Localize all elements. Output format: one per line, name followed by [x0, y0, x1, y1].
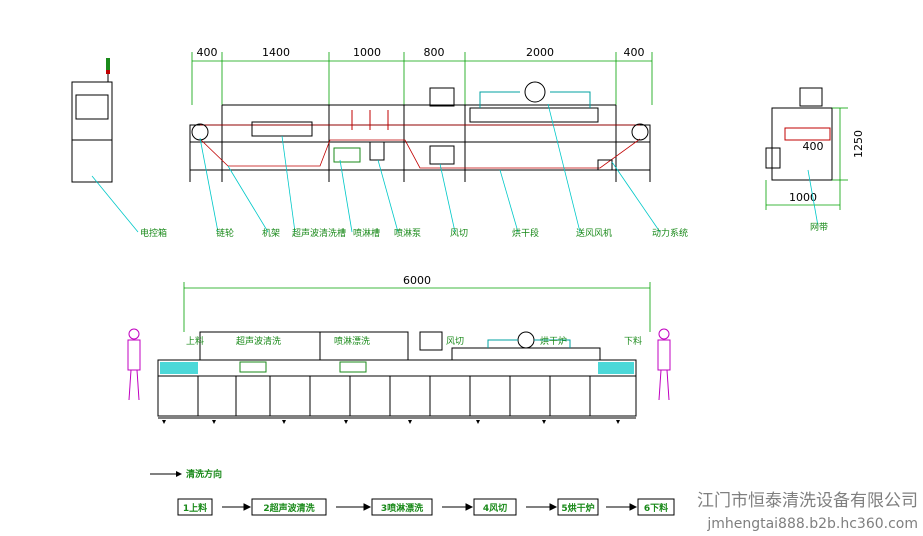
callout-label: 链轮	[216, 227, 234, 239]
side-height-dim: 1250	[852, 130, 865, 158]
section-label: 超声波清洗	[236, 335, 281, 347]
dimension-label: 1000	[353, 46, 381, 59]
spray-window	[339, 361, 367, 373]
air-knife-blower	[429, 145, 455, 165]
side-width-dim: 1000	[789, 191, 817, 204]
ultrasonic-tank	[251, 121, 313, 137]
dimension-label: 400	[197, 46, 218, 59]
callout-leaders	[91, 103, 661, 233]
flow-step: 1上料	[183, 502, 207, 514]
dimension-chain	[191, 52, 653, 105]
operator-figure-right	[657, 328, 671, 401]
watermark-url: jmhengtai888.b2b.hc360.com	[706, 516, 918, 532]
dimension-label: 1400	[262, 46, 290, 59]
flow-step: 4风切	[483, 503, 507, 514]
callout-label: 风切	[450, 228, 468, 239]
process-flow: 清洗方向 1上料 2超声波清洗 3喷淋漂洗 4风切 5烘干炉 6下料	[150, 468, 675, 516]
flow-step: 5烘干炉	[561, 502, 594, 514]
section-label: 上料	[186, 335, 204, 347]
hot-air-duct	[479, 91, 591, 108]
spray-nozzles	[351, 110, 389, 130]
machine-feet	[162, 420, 620, 424]
control-cabinet	[71, 58, 113, 183]
callout-label: 机架	[262, 227, 280, 239]
hot-air-duct	[487, 339, 571, 348]
callout-label: 喷淋泵	[394, 227, 421, 239]
section-label: 风切	[446, 336, 464, 347]
supply-fan	[524, 81, 546, 103]
air-knife-blower	[429, 87, 455, 107]
ultrasonic-window	[239, 361, 267, 373]
conveyor-chain	[199, 124, 641, 169]
front-view: 6000	[127, 274, 671, 424]
section-label: 下料	[624, 335, 642, 347]
total-length-dim: 6000	[403, 274, 431, 287]
unloading-window	[598, 362, 634, 374]
side-inner-dim: 400	[803, 140, 824, 153]
watermark-company: 江门市恒泰清洗设备有限公司	[697, 491, 918, 511]
callout-leader	[807, 169, 819, 227]
drying-section	[469, 107, 599, 123]
flow-direction-label: 清洗方向	[186, 468, 222, 480]
flow-step: 3喷淋漂洗	[381, 502, 423, 514]
flow-step: 2超声波清洗	[263, 502, 314, 514]
callout-label: 送风风机	[576, 227, 612, 239]
operator-figure-left	[127, 328, 141, 401]
top-elevation-view: 400 1400 1000 800 2000 400	[71, 46, 688, 239]
section-label: 喷淋漂洗	[334, 335, 370, 347]
flow-step: 6下料	[644, 502, 668, 514]
sprocket-right	[631, 123, 649, 141]
callout-label: 电控箱	[140, 227, 167, 239]
dimension-label: 2000	[526, 46, 554, 59]
air-knife-blower	[419, 331, 443, 351]
machine-frame	[189, 104, 651, 182]
dimension-label: 400	[624, 46, 645, 59]
dimension-label: 800	[424, 46, 445, 59]
callout-label: 动力系统	[652, 227, 688, 239]
sprocket-left	[191, 123, 209, 141]
supply-fan	[517, 331, 535, 349]
spray-tank	[333, 147, 361, 163]
spray-pump	[369, 141, 385, 161]
drive-motor	[597, 159, 613, 171]
callout-label: 喷淋槽	[353, 227, 380, 239]
side-view: 1250 400 1000 网带	[765, 87, 865, 233]
section-label: 烘干炉	[540, 335, 567, 347]
callout-label: 网带	[810, 222, 828, 233]
callout-label: 超声波清洗槽	[292, 227, 346, 239]
loading-window	[160, 362, 198, 374]
callout-label: 烘干段	[512, 227, 539, 239]
